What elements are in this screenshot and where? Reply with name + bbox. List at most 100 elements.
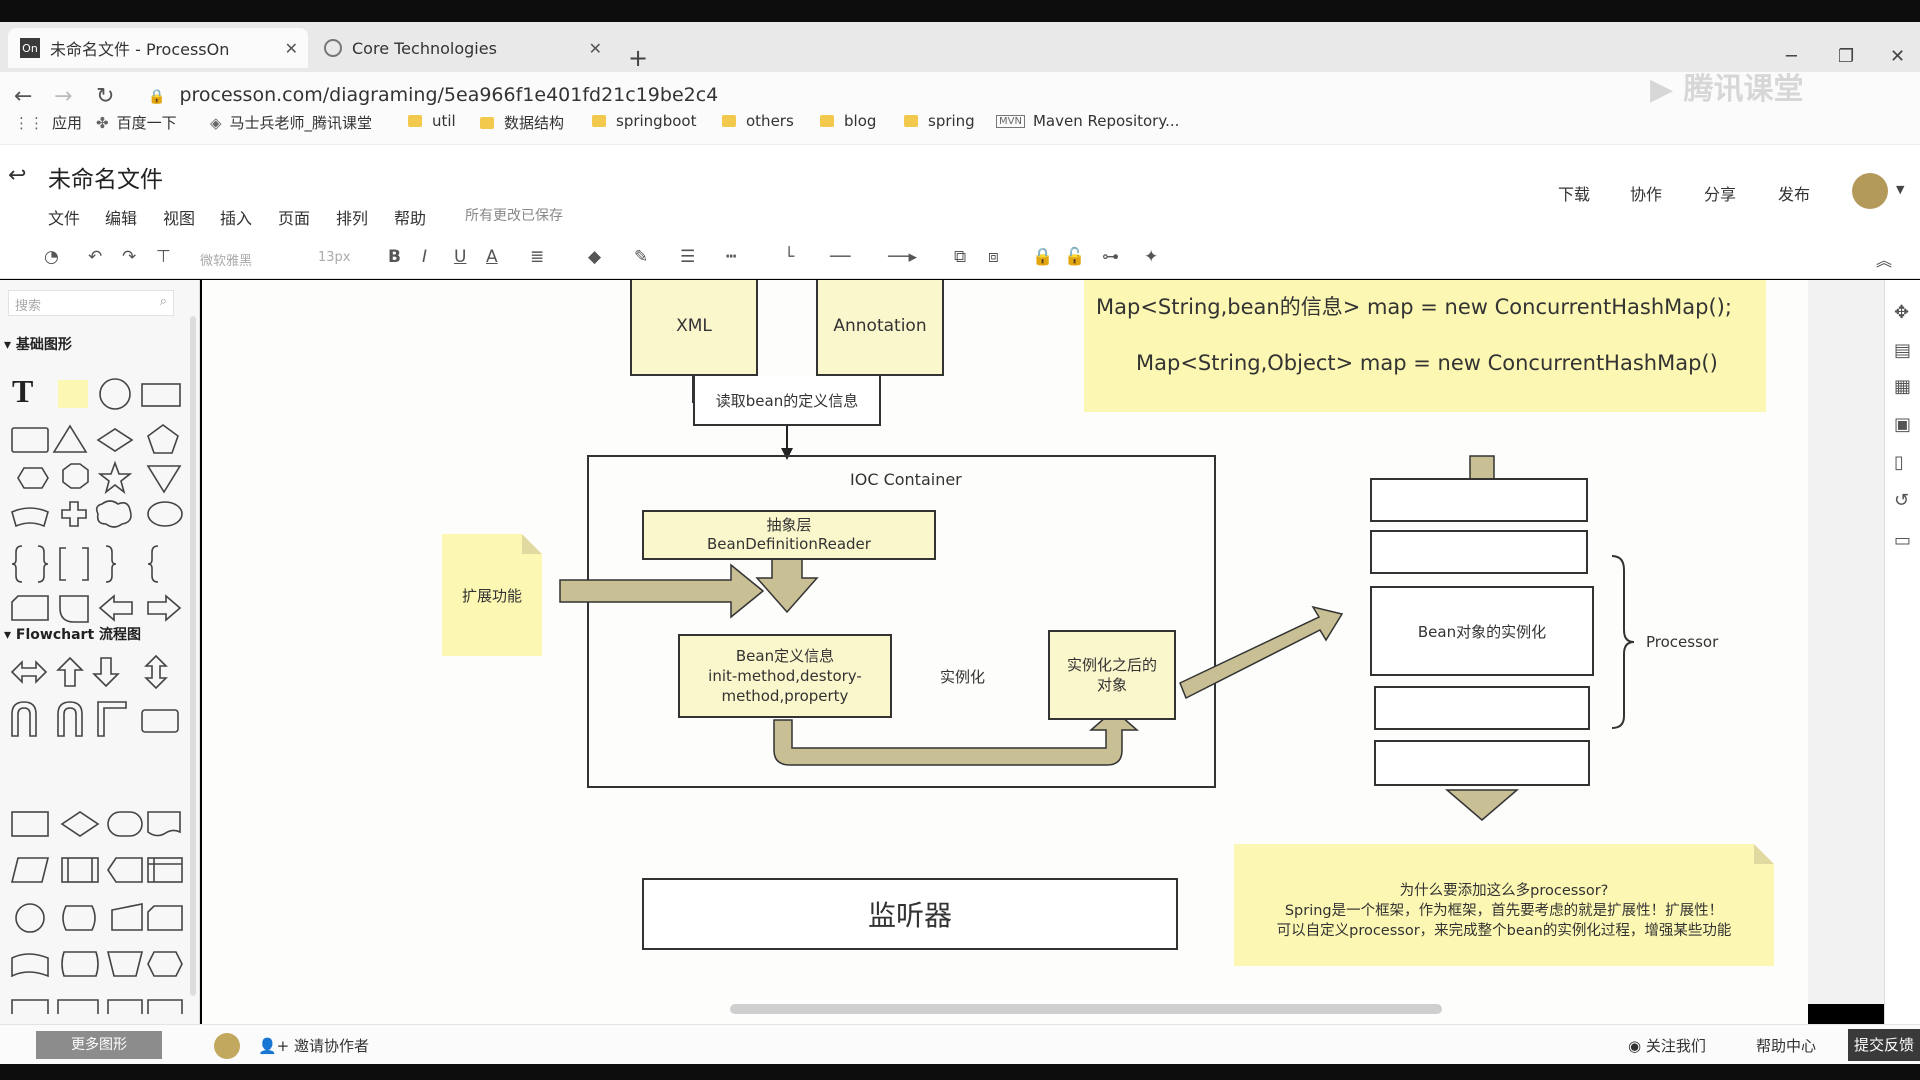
- bold-icon[interactable]: B: [388, 247, 401, 267]
- line-style-icon[interactable]: ┅: [726, 247, 737, 267]
- instantiated-object-node[interactable]: 实例化之后的 对象: [1048, 630, 1176, 720]
- text-align-icon[interactable]: ≣: [530, 247, 545, 267]
- lock-shape-icon[interactable]: 🔒: [1032, 247, 1054, 267]
- bean-definition-node[interactable]: Bean定义信息 init-method,destory- method,pro…: [678, 634, 892, 718]
- stack-box-2[interactable]: [1370, 530, 1588, 574]
- bookmark-util[interactable]: util: [408, 112, 456, 130]
- collaborate-button[interactable]: 协作: [1630, 185, 1663, 204]
- more-shapes-button[interactable]: 更多图形: [36, 1031, 162, 1059]
- page-icon[interactable]: ▣: [1894, 414, 1912, 435]
- help-center-link[interactable]: 帮助中心: [1756, 1037, 1817, 1055]
- arrow-shapes-grid[interactable]: [8, 652, 188, 752]
- close-window-icon[interactable]: ✕: [1890, 46, 1906, 67]
- restore-icon[interactable]: ❐: [1838, 46, 1855, 67]
- font-color-icon[interactable]: A: [486, 247, 498, 267]
- download-button[interactable]: 下载: [1558, 185, 1591, 204]
- link-icon[interactable]: ⊶: [1102, 247, 1119, 267]
- url-field[interactable]: 🔒processon.com/diagraming/5ea966f1e401fd…: [148, 84, 718, 106]
- search-icon[interactable]: ⌕: [159, 294, 167, 309]
- shape-search-input[interactable]: 搜索 ⌕: [8, 290, 174, 316]
- section-flowchart[interactable]: ▾ Flowchart 流程图: [4, 627, 142, 643]
- line-color-icon[interactable]: ✎: [634, 247, 649, 267]
- history-icon[interactable]: ↺: [1894, 490, 1910, 511]
- return-icon[interactable]: ↩: [8, 163, 27, 188]
- font-family-select[interactable]: 微软雅黑: [200, 254, 253, 269]
- start-arrow-icon[interactable]: ──: [830, 247, 851, 267]
- read-definition-node[interactable]: 读取bean的定义信息: [693, 376, 881, 426]
- code-note[interactable]: Map<String,bean的信息> map = new Concurrent…: [1084, 280, 1766, 412]
- redo-icon[interactable]: ↷: [122, 247, 137, 267]
- close-tab-icon[interactable]: ✕: [284, 38, 298, 58]
- fill-color-icon[interactable]: ◆: [588, 247, 602, 267]
- end-arrow-icon[interactable]: ──▸: [888, 247, 918, 267]
- undo-icon[interactable]: ↶: [88, 247, 103, 267]
- bookmark-springboot[interactable]: springboot: [592, 112, 696, 130]
- bookmark-data-structure[interactable]: 数据结构: [480, 112, 564, 133]
- share-button[interactable]: 分享: [1704, 185, 1737, 204]
- new-tab-icon[interactable]: +: [628, 44, 649, 72]
- section-basic-shapes[interactable]: ▾ 基础图形: [4, 337, 72, 353]
- bring-front-icon[interactable]: ⧉: [954, 247, 967, 267]
- document-title[interactable]: 未命名文件: [48, 167, 163, 193]
- user-avatar[interactable]: [1852, 173, 1888, 209]
- send-back-icon[interactable]: ⧈: [988, 247, 999, 267]
- forward-icon[interactable]: →: [54, 84, 73, 109]
- bookmark-spring[interactable]: spring: [904, 112, 975, 130]
- bookmark-blog[interactable]: blog: [820, 112, 876, 130]
- back-icon[interactable]: ←: [14, 84, 33, 109]
- bean-instantiation-node[interactable]: Bean对象的实例化: [1370, 586, 1594, 676]
- brush-icon[interactable]: ⊤: [156, 247, 171, 267]
- comment-icon[interactable]: ▭: [1894, 530, 1912, 551]
- menu-file[interactable]: 文件: [48, 209, 81, 228]
- menu-arrange[interactable]: 排列: [336, 209, 369, 228]
- feedback-button[interactable]: 提交反馈: [1848, 1029, 1920, 1061]
- menu-view[interactable]: 视图: [163, 209, 196, 228]
- reload-icon[interactable]: ↻: [96, 84, 115, 109]
- listener-node[interactable]: 监听器: [642, 878, 1178, 950]
- menu-page[interactable]: 页面: [278, 209, 311, 228]
- canvas-horizontal-scrollbar[interactable]: [730, 1004, 1442, 1014]
- follow-us-link[interactable]: ◉ 关注我们: [1628, 1037, 1706, 1055]
- basic-shapes-grid[interactable]: T: [8, 370, 188, 670]
- menu-insert[interactable]: 插入: [220, 209, 253, 228]
- flowchart-shapes[interactable]: [8, 800, 188, 1020]
- magic-wand-icon[interactable]: ✦: [1144, 247, 1159, 267]
- style-icon[interactable]: ▤: [1894, 340, 1912, 361]
- navigate-icon[interactable]: ✥: [1894, 302, 1910, 323]
- collapse-toolbar-icon[interactable]: ︽: [1875, 251, 1892, 270]
- tab-processon[interactable]: On 未命名文件 - ProcessOn ✕: [8, 28, 308, 68]
- bookmark-apps[interactable]: ⋮⋮应用: [14, 113, 83, 133]
- stack-box-4[interactable]: [1374, 686, 1590, 730]
- xml-node[interactable]: XML: [630, 280, 758, 376]
- invite-collaborator-button[interactable]: 👤+ 邀请协作者: [258, 1037, 370, 1055]
- menu-edit[interactable]: 编辑: [105, 209, 138, 228]
- menu-help[interactable]: 帮助: [394, 209, 427, 228]
- publish-button[interactable]: 发布: [1778, 185, 1811, 204]
- stack-box-1[interactable]: [1370, 478, 1588, 522]
- italic-icon[interactable]: I: [422, 247, 428, 267]
- bean-definition-reader-node[interactable]: 抽象层 BeanDefinitionReader: [642, 510, 936, 560]
- chevron-down-icon[interactable]: ▼: [1896, 183, 1905, 196]
- file-icon[interactable]: ▯: [1894, 452, 1904, 473]
- bookmark-baidu[interactable]: ✤百度一下: [96, 113, 177, 133]
- underline-icon[interactable]: U: [454, 247, 467, 267]
- annotation-node[interactable]: Annotation: [816, 280, 944, 376]
- tab-core-technologies[interactable]: Core Technologies ✕: [312, 28, 612, 68]
- format-painter-icon[interactable]: ◔: [44, 247, 59, 267]
- footer-bar: 更多图形 👤+ 邀请协作者 ◉ 关注我们 帮助中心 提交反馈: [0, 1024, 1920, 1064]
- minimize-icon[interactable]: ─: [1786, 46, 1797, 67]
- line-width-icon[interactable]: ☰: [680, 247, 696, 267]
- bookmark-mashibing[interactable]: ◈马士兵老师_腾讯课堂: [210, 113, 373, 133]
- close-tab-icon[interactable]: ✕: [588, 38, 602, 58]
- unlock-shape-icon[interactable]: 🔓: [1064, 247, 1086, 267]
- bookmark-others[interactable]: others: [722, 112, 794, 130]
- connector-type-icon[interactable]: └: [784, 247, 795, 267]
- panel-scrollbar[interactable]: [190, 316, 196, 996]
- extension-note[interactable]: 扩展功能: [442, 534, 542, 656]
- processor-explanation-note[interactable]: 为什么要添加这么多processor? Spring是一个框架，作为框架，首先要…: [1234, 844, 1774, 966]
- diagram-canvas[interactable]: XML Annotation 读取bean的定义信息 IOC Container…: [202, 280, 1808, 1024]
- font-size-select[interactable]: 13px: [318, 250, 351, 265]
- stack-box-5[interactable]: [1374, 740, 1590, 786]
- data-icon[interactable]: ▦: [1894, 376, 1912, 397]
